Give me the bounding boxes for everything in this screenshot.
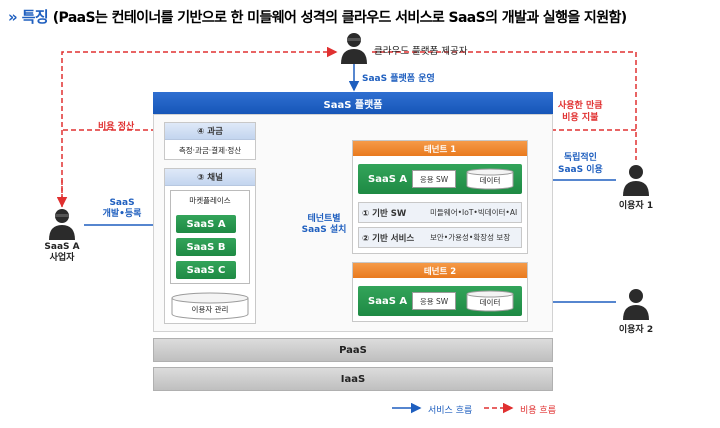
billing-header: ④ 과금 [165, 123, 255, 140]
tenant1-app-label: SaaS A [368, 173, 408, 185]
tenant2-data-label: 데이터 [479, 298, 501, 307]
tenant2-header: 테넌트 2 [353, 263, 527, 278]
user1-person-icon [623, 165, 649, 196]
cost-settlement-label: 비용 정산 [98, 122, 135, 132]
base-sw-label: ① 기반 SW [362, 208, 407, 219]
provider-person-icon [341, 33, 367, 64]
channel-app-b[interactable]: SaaS B [176, 238, 236, 256]
tenant1-data-label: 데이터 [479, 176, 501, 185]
paas-bar: PaaS [153, 338, 553, 362]
tenant2-app-sw: 응용 SW [412, 292, 456, 310]
provider-label: 클라우드 플랫폼 제공자 [374, 46, 468, 57]
usage-fee-label: 사용한 만큼 비용 지불 [558, 101, 603, 123]
tenant2-data-cylinder [466, 290, 514, 312]
cost-flow-provider-user [372, 51, 637, 160]
user-management-label: 이용자 관리 [191, 305, 229, 314]
user-management-cylinder [171, 292, 249, 320]
tenant2-app-label: SaaS A [368, 295, 408, 307]
user1-usage-label: 독립적인 SaaS 이용 [558, 153, 603, 175]
vendor-person-icon [49, 209, 75, 240]
tenant1-header: 테넌트 1 [353, 141, 527, 156]
tenant1-row-base-service [358, 227, 522, 248]
user1-label: 이용자 1 [618, 201, 654, 211]
channel-header: ③ 채널 [165, 169, 255, 186]
cost-flow-vendor-provider [61, 46, 338, 207]
page-title: » 특징 (PaaS는 컨테이너를 기반으로 한 미들웨어 성격의 클라우드 서… [8, 8, 627, 26]
base-sw-value: 미들웨어•IoT•빅데이터•AI [430, 208, 518, 217]
base-service-value: 보안•가용성•확장성 보장 [430, 233, 511, 242]
tenant-install-label: 테넌트별 SaaS 설치 [301, 214, 347, 235]
saas-platform-bar: SaaS 플랫폼 [153, 92, 553, 114]
user2-person-icon [623, 289, 649, 320]
marketplace-label: 마켓플레이스 [189, 196, 231, 205]
billing-items: 측정·과금·결제·정산 [178, 146, 242, 155]
tenant1-row-base-sw [358, 202, 522, 223]
channel-app-a[interactable]: SaaS A [176, 215, 236, 233]
provider-operate-label: SaaS 플랫폼 운영 [362, 74, 435, 84]
channel-app-c[interactable]: SaaS C [176, 261, 236, 279]
legend-cost-label: 비용 흐름 [520, 406, 556, 416]
tenant1-app-sw: 응용 SW [412, 170, 456, 188]
legend-service-label: 서비스 흐름 [428, 406, 473, 416]
vendor-dev-label: SaaS 개발•등록 [102, 198, 142, 219]
billing-panel: ④ 과금 측정·과금·결제·정산 [164, 122, 256, 160]
vendor-label: SaaS A 사업자 [44, 242, 80, 263]
base-service-label: ② 기반 서비스 [362, 233, 415, 244]
tenant1-data-cylinder [466, 168, 514, 190]
iaas-bar: IaaS [153, 367, 553, 391]
user2-label: 이용자 2 [618, 325, 654, 335]
